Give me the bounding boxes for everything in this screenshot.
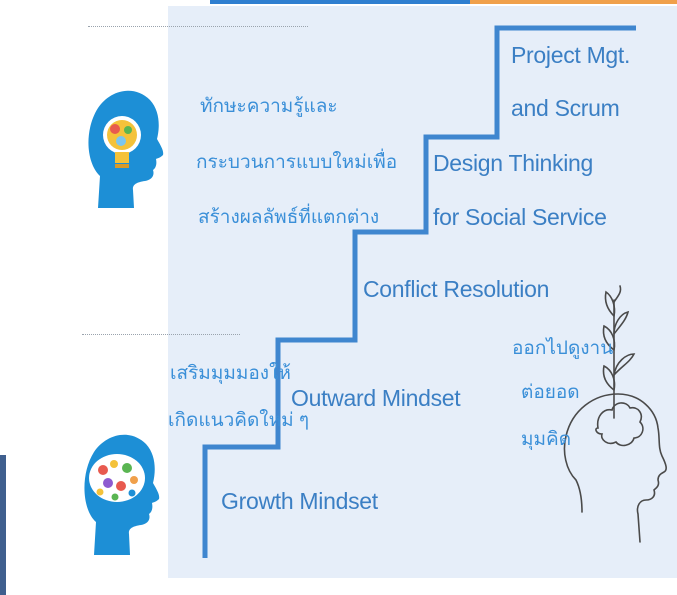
thai-right-line-2: ต่อยอด: [521, 382, 580, 403]
left-edge-bar: [0, 455, 6, 595]
top-accent-bar-blue: [210, 0, 470, 4]
step-label-conflict-resolution: Conflict Resolution: [363, 276, 550, 302]
divider-top: [88, 26, 308, 27]
staircase-line: [202, 25, 636, 558]
head-with-lightbulb-icon: [88, 90, 164, 208]
top-accent-bar-orange: [470, 0, 677, 4]
step-label-project-mgt-line-2: and Scrum: [511, 95, 620, 121]
step-label-project-mgt-line-1: Project Mgt.: [511, 42, 631, 68]
step-label-outward-mindset: Outward Mindset: [291, 385, 461, 411]
thai-bottom-line-2: เกิดแนวคิดใหม่ ๆ: [168, 410, 310, 431]
step-label-design-thinking-line-1: Design Thinking: [433, 150, 594, 176]
thai-right-line-1: ออกไปดูงาน: [512, 338, 614, 359]
step-label-growth-mindset: Growth Mindset: [221, 488, 378, 514]
divider-middle: [82, 334, 240, 335]
head-with-gears-brain-icon: [84, 434, 160, 555]
thai-bottom-line-1: เสริมมุมมองให้: [170, 363, 291, 384]
thai-top-line-1: ทักษะความรู้และ: [200, 96, 338, 117]
thai-right-line-3: มุมคิด: [521, 429, 572, 450]
thai-top-line-3: สร้างผลลัพธ์ที่แตกต่าง: [198, 207, 380, 228]
head-with-sprout-icon: [563, 285, 667, 543]
content-panel: [150, 6, 677, 578]
step-label-design-thinking-line-2: for Social Service: [433, 204, 607, 230]
thai-top-line-2: กระบวนการแบบใหม่เพื่อ: [196, 152, 398, 173]
